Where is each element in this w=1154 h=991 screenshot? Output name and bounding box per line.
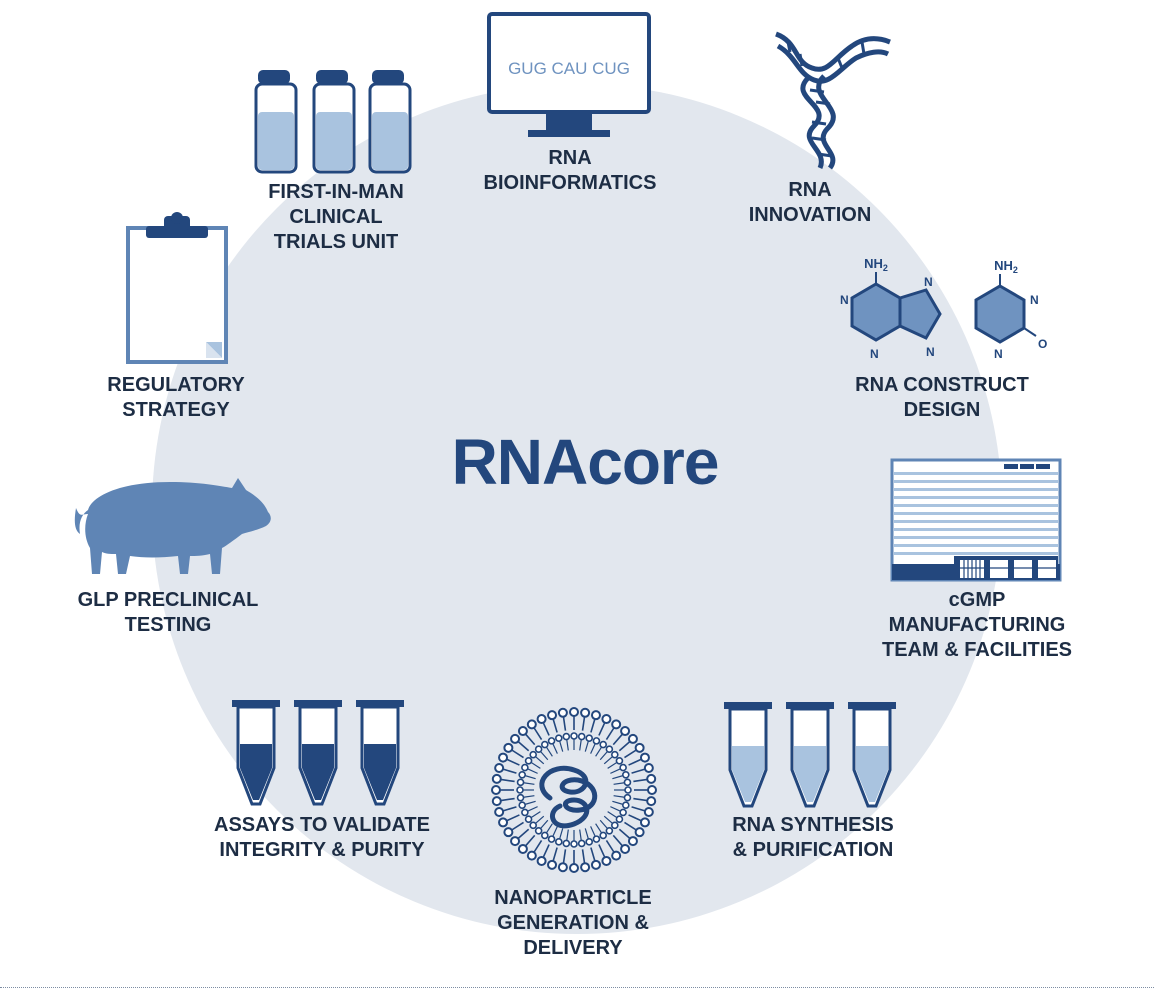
clipboard-icon xyxy=(126,212,228,364)
svg-text:N: N xyxy=(926,345,935,359)
nucleobase-structures-icon: NH2 N N N N NH2 N N O xyxy=(840,256,1047,361)
dark-tubes-icon xyxy=(232,700,404,806)
center-title: RNAcore xyxy=(451,426,720,498)
lipid-nanoparticle-icon xyxy=(491,707,657,873)
svg-text:NH2: NH2 xyxy=(994,258,1018,275)
svg-text:O: O xyxy=(1038,337,1047,351)
svg-text:N: N xyxy=(840,293,849,307)
light-tubes-icon xyxy=(724,702,896,808)
monitor-icon: GUG CAU CUG xyxy=(487,12,651,137)
svg-text:N: N xyxy=(994,347,1003,361)
bottom-dotted-divider xyxy=(0,987,1154,988)
svg-text:NH2: NH2 xyxy=(864,256,888,273)
label-rna-synthesis: RNA SYNTHESIS& PURIFICATION xyxy=(732,814,894,861)
rna-strand-icon xyxy=(774,31,891,170)
pig-icon xyxy=(74,478,271,574)
svg-text:N: N xyxy=(924,275,933,289)
svg-text:N: N xyxy=(870,347,879,361)
svg-text:N: N xyxy=(1030,293,1039,307)
building-icon xyxy=(890,458,1062,582)
monitor-sequence-text: GUG CAU CUG xyxy=(508,59,630,78)
vials-icon xyxy=(254,70,412,174)
